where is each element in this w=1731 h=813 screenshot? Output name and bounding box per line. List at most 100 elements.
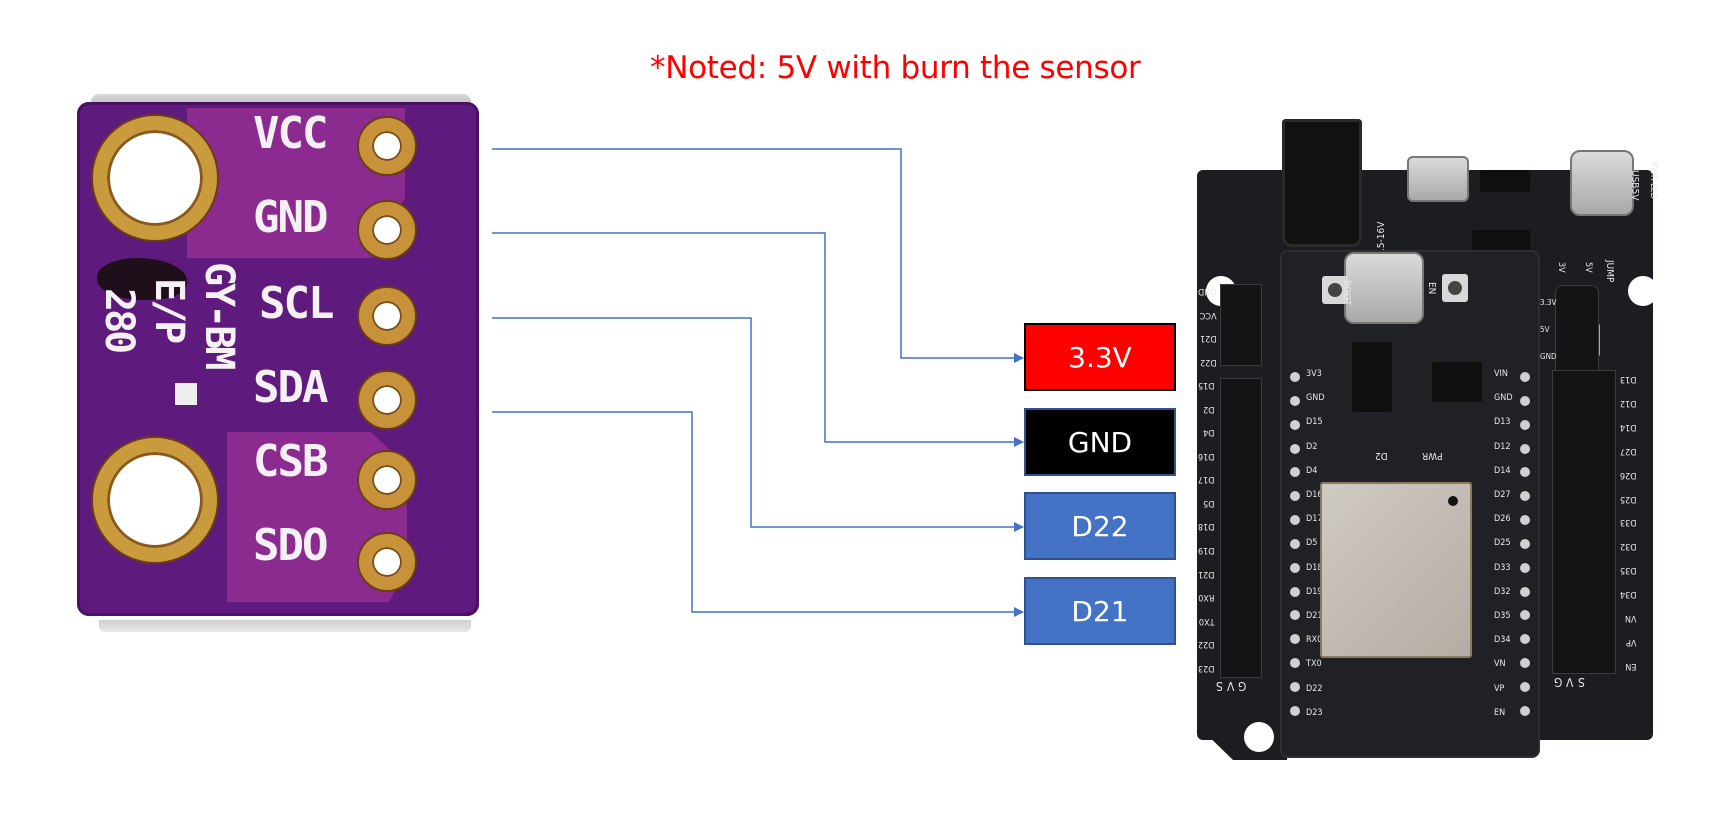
power-header (1555, 285, 1599, 377)
module-pin-label: D21 (1306, 611, 1323, 622)
pin-pad-sda (359, 372, 415, 428)
top-left-header (1220, 284, 1262, 366)
header-pin-label: D5 (1203, 497, 1215, 508)
header-row-label: S (1577, 675, 1585, 689)
wire-vcc-to-3v3 (492, 148, 1024, 363)
left-module-pins (1290, 372, 1300, 716)
module-pin-label: RX0 (1306, 635, 1323, 646)
module-pin-label: D16 (1306, 490, 1323, 501)
header-pin-label: D4 (1203, 427, 1215, 438)
module-pin-label: D22 (1306, 683, 1323, 694)
mount-hole-icon (1628, 276, 1658, 306)
module-pin-label: D23 (1306, 707, 1323, 718)
header-pin-label: D2 (1203, 403, 1215, 414)
esp32-expansion-board: DC6.5-16V USB5V PWR-LED JUMP 5V 3V BOOT … (1180, 110, 1670, 770)
silk-jumper-5v: 5V (1583, 262, 1593, 273)
module-pin-label: D13 (1494, 417, 1511, 428)
wire-sda-to-d21 (492, 411, 1024, 617)
usb-c-port-icon (1344, 252, 1424, 324)
silk-jump: JUMP (1604, 260, 1615, 283)
target-box-d21: D21 (1024, 577, 1176, 645)
header-pin-label: D33 (1620, 517, 1637, 528)
module-pin-label: D18 (1306, 562, 1323, 573)
warning-note: *Noted: 5V with burn the sensor (650, 50, 1141, 86)
module-pin-label: GND (1306, 393, 1325, 404)
module-pin-label: D27 (1494, 490, 1511, 501)
header-pin-label: D21 (1198, 568, 1215, 579)
sensor-pcb: VCC GND SCL SDA CSB SDO GY-BM E/P 280 (77, 102, 479, 616)
header-row-label: V (1226, 679, 1235, 693)
target-box-gnd: GND (1024, 408, 1176, 476)
pin-label-scl: SCL (259, 278, 334, 329)
pin-label-gnd: GND (253, 192, 328, 243)
silk-pwr-led: PWR-LED (1648, 162, 1658, 199)
header-row-label: G (1238, 679, 1247, 693)
pin-label-vcc: VCC (253, 108, 328, 159)
boot-button[interactable] (1322, 276, 1348, 304)
usb-c-port-icon (1570, 150, 1634, 216)
module-pin-label: D33 (1494, 562, 1511, 573)
module-pin-label: GND (1494, 393, 1513, 404)
header-pin-label: D18 (1198, 521, 1215, 532)
header-pin-label: D26 (1620, 469, 1637, 480)
module-pin-label: D4 (1306, 465, 1318, 476)
header-pin-label: VP (1626, 636, 1637, 647)
power-pin-label: 5V (1540, 324, 1550, 334)
usb-uart-chip (1352, 342, 1392, 412)
header-pin-label: D19 (1198, 545, 1215, 556)
header-pin-label: D14 (1620, 421, 1637, 432)
header-pin-label: D21 (1200, 333, 1217, 344)
module-pin-label: D32 (1494, 586, 1511, 597)
module-pin-label: D12 (1494, 441, 1511, 452)
module-pin-label: D26 (1494, 514, 1511, 525)
silk-marker (175, 383, 197, 405)
header-pin-label: D27 (1620, 445, 1637, 456)
component-blob (97, 258, 187, 300)
dc-jack-icon (1282, 119, 1362, 247)
pin-pad-scl (359, 288, 415, 344)
module-pin-label: D19 (1306, 586, 1323, 597)
module-pin-label: VIN (1494, 369, 1508, 379)
silk-usb5v: USB5V (1629, 170, 1640, 201)
header-pin-label: D34 (1620, 589, 1637, 600)
right-header (1552, 370, 1616, 674)
header-pin-label: VN (1624, 613, 1637, 624)
pin-pad-gnd (359, 202, 415, 258)
module-pin-label: 3V3 (1306, 369, 1322, 379)
silk-d2: D2 (1375, 450, 1388, 461)
ldo-chip (1432, 362, 1482, 402)
header-pin-label: EN (1625, 660, 1637, 671)
header-pin-label: TX0 (1198, 615, 1215, 626)
header-pin-label: D16 (1198, 450, 1215, 461)
module-pin-label: D2 (1306, 441, 1318, 452)
pin-pad-csb (359, 452, 415, 508)
right-module-pins (1520, 372, 1530, 716)
silk-pwr: PWR (1422, 450, 1443, 461)
mount-hole-icon (1244, 722, 1274, 752)
header-pin-label: D13 (1620, 374, 1637, 384)
header-pin-label: D17 (1198, 474, 1215, 485)
header-pin-label: D12 (1620, 397, 1637, 408)
header-pin-label: RX0 (1198, 592, 1215, 603)
module-pin-label: D14 (1494, 465, 1511, 476)
header-pin-label: D35 (1620, 565, 1637, 576)
header-pin-label: D15 (1198, 380, 1215, 390)
board-wing (1197, 690, 1287, 760)
silk-jumper-3v: 3V (1556, 262, 1566, 273)
micro-usb-port-icon (1407, 156, 1469, 202)
header-pin-label: D22 (1200, 356, 1217, 367)
power-pin-label: GND (1540, 351, 1557, 361)
pin-label-csb: CSB (253, 436, 328, 487)
header-row-label: V (1566, 675, 1574, 689)
module-pin-label: EN (1494, 707, 1506, 718)
module-pin-label: D34 (1494, 635, 1511, 646)
module-pin-label: VP (1494, 683, 1505, 694)
en-button[interactable] (1442, 274, 1468, 302)
